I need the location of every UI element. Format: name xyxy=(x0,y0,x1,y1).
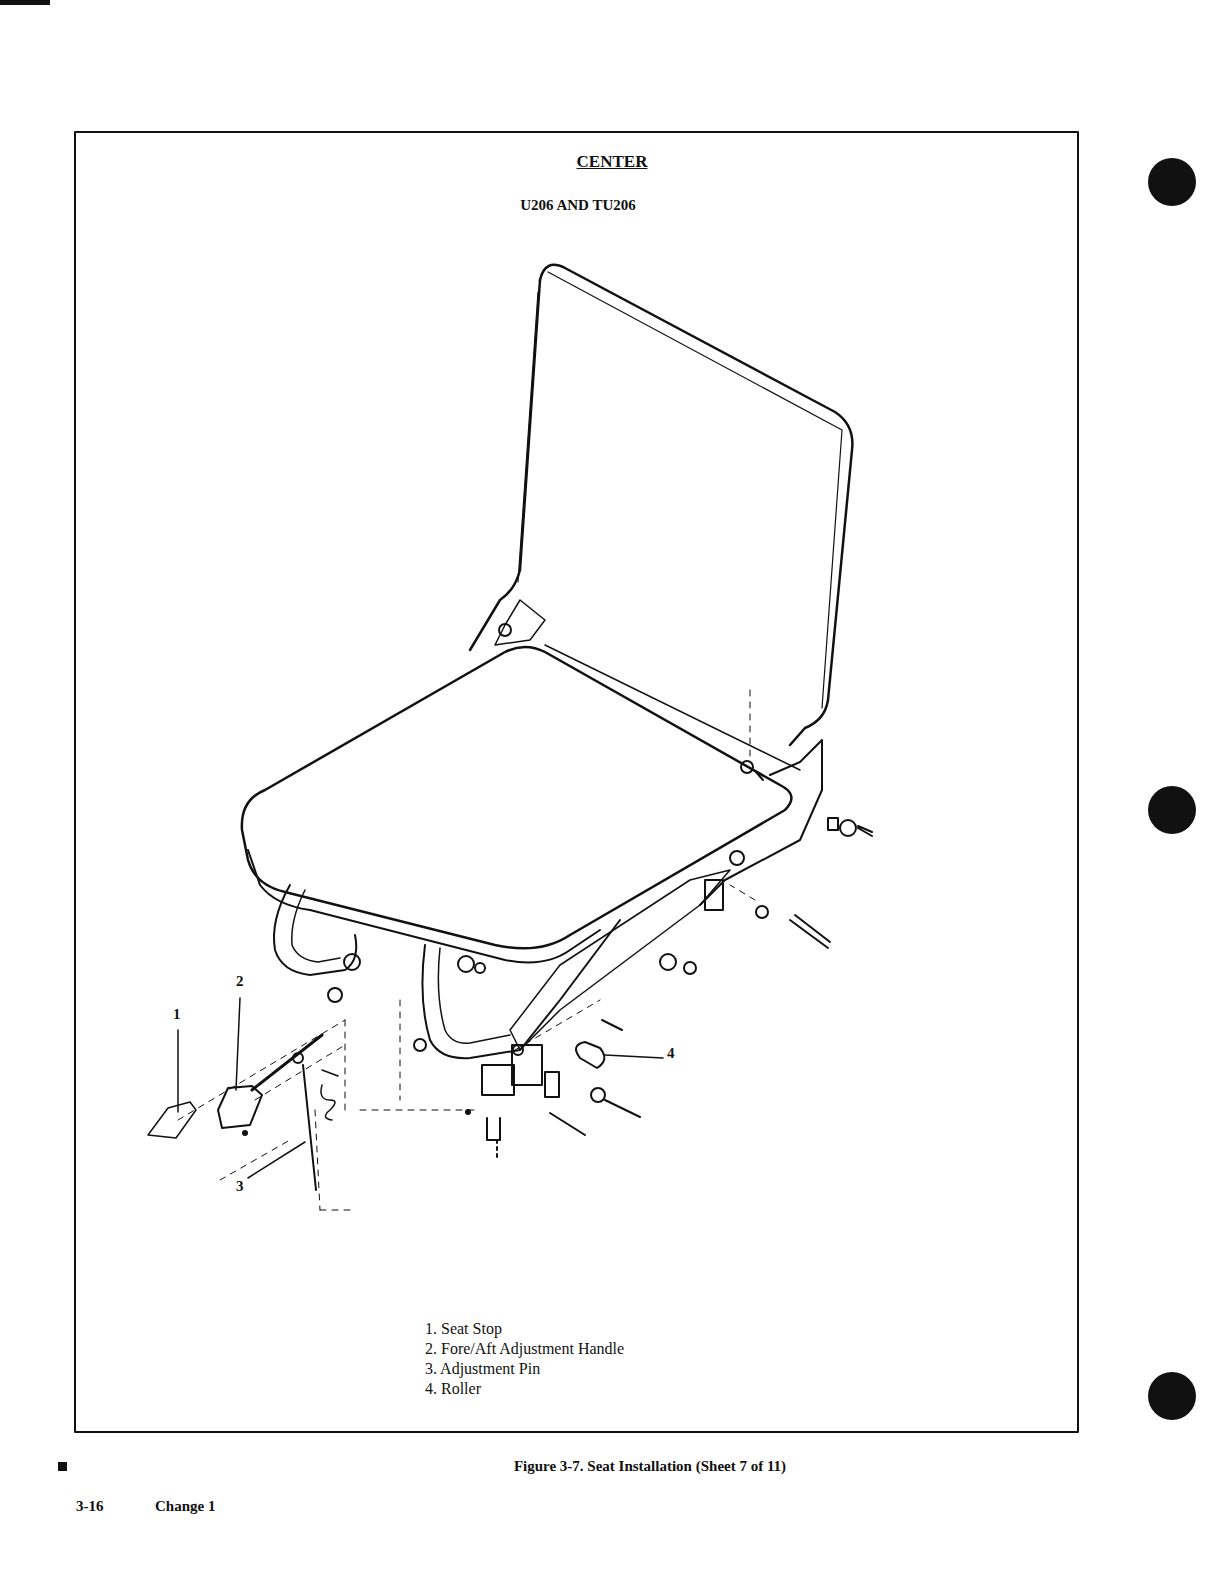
parts-list-item: 3. Adjustment Pin xyxy=(425,1360,540,1378)
callout-number: 3 xyxy=(236,1178,244,1195)
heading: CENTER xyxy=(577,152,648,172)
page-number: 3-16 xyxy=(76,1498,104,1515)
callout-number: 1 xyxy=(173,1006,181,1023)
parts-list-item: 1. Seat Stop xyxy=(425,1320,502,1338)
figure-caption: Figure 3-7. Seat Installation (Sheet 7 o… xyxy=(514,1458,786,1475)
parts-list-item: 2. Fore/Aft Adjustment Handle xyxy=(425,1340,624,1358)
model-subtitle: U206 AND TU206 xyxy=(520,197,636,214)
callout-number: 4 xyxy=(667,1045,675,1062)
parts-list-item: 4. Roller xyxy=(425,1380,481,1398)
change-note: Change 1 xyxy=(155,1498,215,1515)
callout-number: 2 xyxy=(236,973,244,990)
